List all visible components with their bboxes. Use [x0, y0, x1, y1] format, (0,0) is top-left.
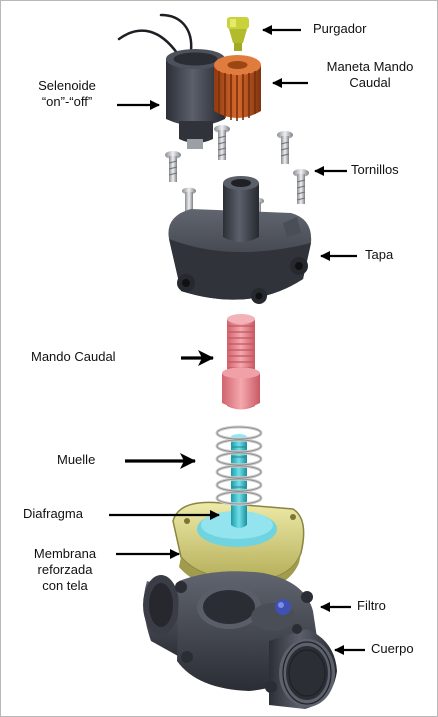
label-maneta-line1: Maneta Mando: [310, 59, 430, 75]
label-tapa: Tapa: [365, 247, 393, 263]
screw-3: [277, 131, 293, 164]
label-muelle: Muelle: [57, 452, 95, 468]
screw-2: [214, 125, 230, 160]
label-purgador: Purgador: [313, 21, 366, 37]
label-membrana-reforzada: Membrana reforzada con tela: [17, 546, 113, 594]
label-diafragma: Diafragma: [23, 506, 83, 522]
label-mando-caudal: Mando Caudal: [31, 349, 116, 365]
label-filtro: Filtro: [357, 598, 386, 614]
label-membrana-line2: reforzada: [17, 562, 113, 578]
screw-1: [165, 151, 181, 182]
screw-4: [293, 169, 309, 204]
label-selenoide: Selenoide “on”-“off”: [17, 78, 117, 110]
solenoid-wires: [119, 15, 191, 53]
label-selenoide-line1: Selenoide: [17, 78, 117, 94]
bleed-screw: [227, 17, 249, 51]
flow-control-knob: [214, 55, 261, 121]
label-cuerpo: Cuerpo: [371, 641, 414, 657]
valve-body: [143, 571, 337, 709]
flow-control-stem: [222, 314, 260, 410]
label-tornillos: Tornillos: [351, 162, 399, 178]
label-maneta-mando-caudal: Maneta Mando Caudal: [310, 59, 430, 91]
label-maneta-line2: Caudal: [310, 75, 430, 91]
label-selenoide-line2: “on”-“off”: [17, 94, 117, 110]
filter: [275, 599, 291, 615]
label-membrana-line3: con tela: [17, 578, 113, 594]
label-membrana-line1: Membrana: [17, 546, 113, 562]
